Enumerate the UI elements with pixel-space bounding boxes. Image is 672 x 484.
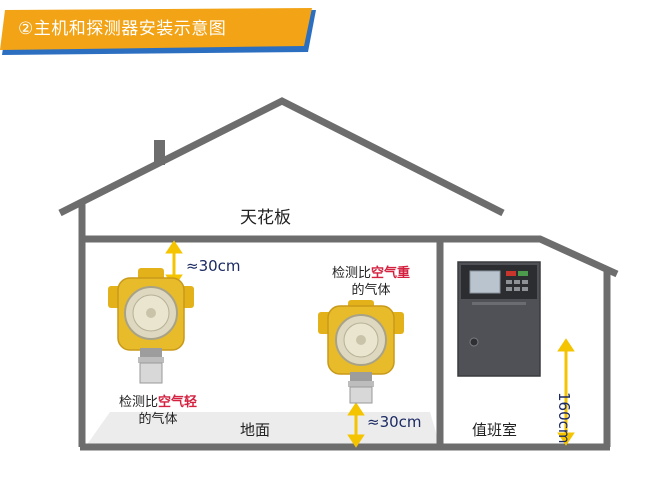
controller-lock: [469, 337, 479, 347]
controller-host: [457, 261, 541, 377]
light-note-prefix: 检测比: [118, 395, 158, 410]
banner-title: ②主机和探测器安装示意图: [18, 19, 227, 39]
banner-orange-bar: [0, 8, 312, 50]
duty-room-roof: [440, 235, 619, 278]
detector-light-gas: [108, 268, 194, 384]
duty-room-label: 值班室: [472, 421, 518, 439]
light-note-highlight: 空气轻: [158, 395, 198, 410]
heavy-gas-note: 检测比空气重 的气体: [322, 265, 420, 299]
controller-screen: [469, 270, 501, 294]
controller-height-label: 160cm: [555, 392, 573, 444]
main-roof: [58, 97, 505, 217]
floor-label: 地面: [240, 421, 271, 439]
bottom-gap-arrow: [347, 402, 365, 448]
heavy-note-prefix: 检测比: [331, 266, 371, 281]
light-gas-note: 检测比空气轻 的气体: [108, 394, 208, 428]
height-arrow: [557, 338, 575, 446]
ceiling-label: 天花板: [240, 208, 291, 228]
bottom-gap-label: ≈30cm: [367, 413, 422, 431]
heavy-note-suffix: 的气体: [351, 283, 391, 298]
light-note-suffix: 的气体: [138, 412, 178, 427]
heavy-note-highlight: 空气重: [371, 266, 411, 281]
title-banner: ②主机和探测器安装示意图: [0, 0, 672, 60]
top-gap-label: ≈30cm: [186, 257, 241, 275]
chimney: [154, 140, 165, 165]
detector-heavy-gas: [318, 300, 404, 404]
